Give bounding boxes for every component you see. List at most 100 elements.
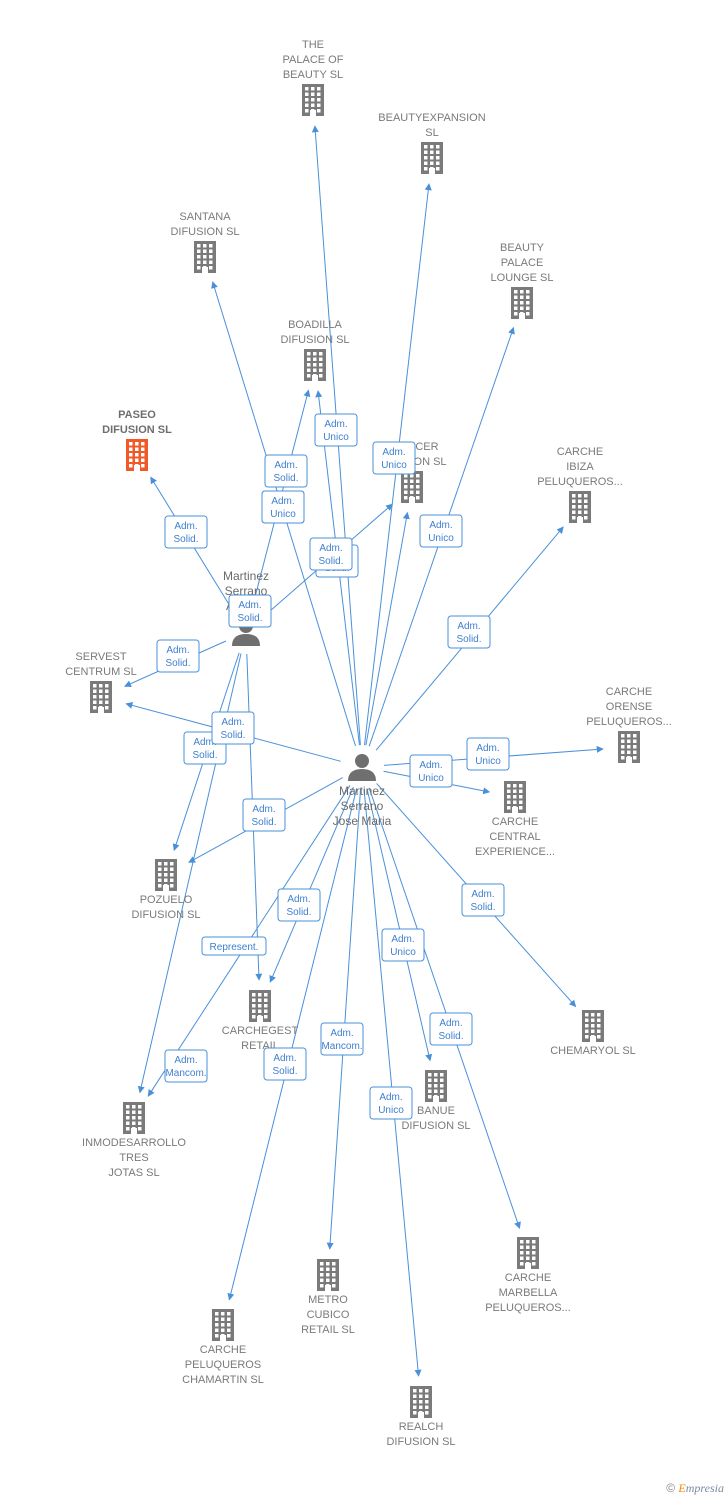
relationship-label[interactable]: Adm.Unico — [369, 1086, 413, 1120]
relationship-label[interactable]: Adm.Solid. — [429, 1012, 473, 1046]
building-window — [520, 306, 524, 310]
relationship-label-box — [309, 537, 353, 571]
relationship-label[interactable]: Adm.Unico — [381, 928, 425, 962]
relationship-label[interactable]: Adm.Mancom. — [164, 1049, 208, 1083]
building-window — [404, 485, 408, 489]
copyright-symbol: © — [666, 1481, 676, 1495]
building-window — [520, 295, 524, 299]
building-window — [332, 1267, 336, 1271]
relationship-label[interactable]: Adm.Solid. — [461, 883, 505, 917]
building-window — [404, 474, 408, 478]
relationship-label[interactable]: Adm.Unico — [466, 737, 510, 771]
relationship-label[interactable]: Adm.Solid. — [277, 888, 321, 922]
relationship-label-text: Adm. — [252, 804, 275, 815]
building-window — [514, 295, 518, 299]
building-window — [129, 442, 133, 446]
building-window — [519, 806, 523, 810]
building-window — [572, 505, 576, 509]
building-window — [227, 1317, 231, 1321]
relationship-label[interactable]: Adm.Solid. — [156, 639, 200, 673]
node-label-line: Jose Maria — [333, 814, 392, 828]
relationship-label-text: Adm. — [439, 1018, 462, 1029]
building-window — [138, 1110, 142, 1114]
company-node-chemaryol[interactable]: CHEMARYOL SL — [550, 1010, 636, 1057]
building-window — [258, 998, 262, 1002]
building-window — [203, 244, 207, 248]
building-window — [507, 784, 511, 788]
building-window — [430, 156, 434, 160]
relationship-label[interactable]: Adm.Solid. — [264, 454, 308, 488]
building-window — [313, 363, 317, 367]
edge-jose-chamartin — [227, 788, 358, 1301]
building-window — [585, 1035, 589, 1039]
building-window — [317, 98, 321, 102]
building-window — [532, 1245, 536, 1249]
building-window — [99, 684, 103, 688]
building-window — [597, 1024, 601, 1028]
relationship-label[interactable]: Represent. — [201, 936, 267, 956]
relationship-label[interactable]: Adm.Solid. — [164, 515, 208, 549]
relationship-label-box — [164, 1049, 208, 1083]
relationship-label[interactable]: Adm.Unico — [372, 441, 416, 475]
company-node-marbella[interactable]: CARCHEMARBELLAPELUQUEROS... — [485, 1237, 571, 1314]
building-window — [526, 1240, 530, 1244]
edge-jose-banue — [366, 788, 433, 1062]
relationship-label[interactable]: Adm.Unico — [261, 490, 305, 524]
node-label-line: PALACE OF — [283, 54, 344, 66]
relationship-label[interactable]: Adm.Solid. — [228, 594, 272, 628]
building-window — [428, 1095, 432, 1099]
building-window — [326, 1278, 330, 1282]
building-window — [141, 464, 145, 468]
building-window — [410, 485, 414, 489]
building-window — [93, 689, 97, 693]
building-window — [264, 998, 268, 1002]
building-window — [440, 1095, 444, 1099]
relationship-label-text: Adm. — [471, 889, 494, 900]
relationship-label-text: Adm. — [324, 419, 347, 430]
building-window — [93, 695, 97, 699]
relationship-label[interactable]: Adm.Unico — [419, 514, 463, 548]
building-window — [436, 145, 440, 149]
company-node-central[interactable]: CARCHECENTRALEXPERIENCE... — [475, 781, 555, 858]
company-node-ibiza[interactable]: CARCHEIBIZAPELUQUEROS... — [537, 446, 623, 523]
relationship-label[interactable]: Adm.Solid. — [242, 798, 286, 832]
building-window — [221, 1323, 225, 1327]
building-window — [126, 1116, 130, 1120]
building-window — [105, 684, 109, 688]
empresia-watermark[interactable]: © Empresia — [666, 1481, 724, 1496]
relationship-label-text: Adm. — [174, 1055, 197, 1066]
relationship-label[interactable]: Adm.Unico — [409, 754, 453, 788]
relationship-label[interactable]: Adm.Solid. — [263, 1047, 307, 1081]
building-window — [436, 167, 440, 171]
relationship-label-text: Adm. — [193, 737, 216, 748]
relationship-label-text: Solid. — [173, 534, 198, 545]
relationship-label[interactable]: Adm.Unico — [314, 413, 358, 447]
relationship-label[interactable]: Adm.Solid. — [447, 615, 491, 649]
building-window — [227, 1334, 231, 1338]
relationship-label[interactable]: Adm.Mancom. — [320, 1022, 364, 1056]
company-node-orense[interactable]: CARCHEORENSEPELUQUEROS... — [586, 686, 672, 763]
building-door — [433, 1096, 439, 1102]
relationship-label[interactable]: Adm.Solid. — [309, 537, 353, 571]
building-window — [141, 447, 145, 451]
building-window — [164, 867, 168, 871]
relationship-label[interactable]: Adm.Solid. — [211, 711, 255, 745]
building-window — [514, 312, 518, 316]
node-label-line: SANTANA — [179, 211, 231, 223]
node-label-line: DIFUSION SL — [386, 1436, 455, 1448]
